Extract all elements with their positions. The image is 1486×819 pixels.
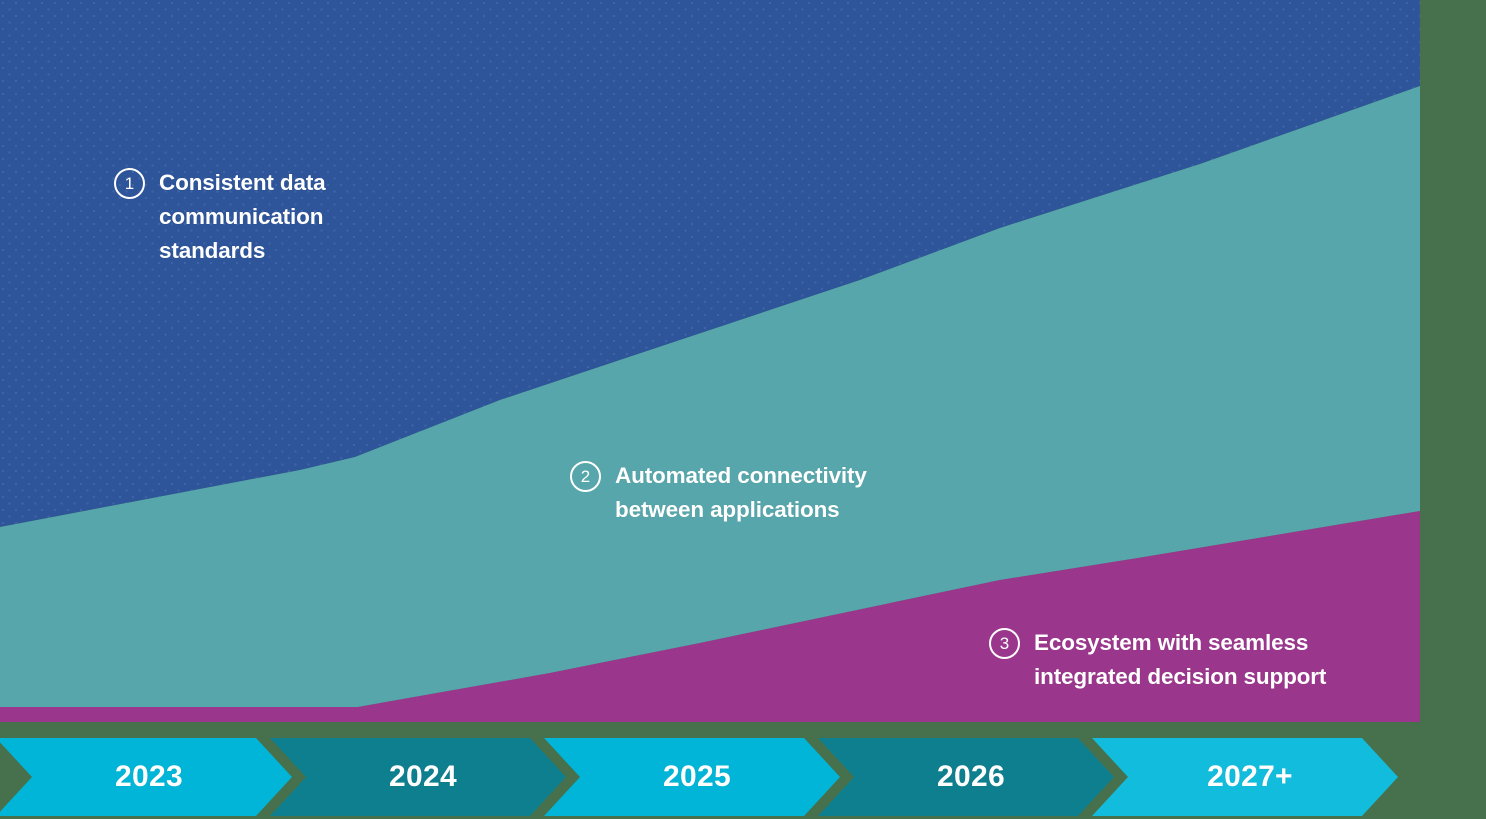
- stacked-area-chart: 1 Consistent data communication standard…: [0, 0, 1420, 722]
- area-band-purple: [0, 511, 1420, 722]
- timeline-axis: 2023 2024 2025 2026 2027+: [0, 738, 1486, 816]
- callout-3-label: Ecosystem with seamless integrated decis…: [1034, 630, 1327, 690]
- callout-3: 3 Ecosystem with seamless integrated dec…: [989, 626, 1326, 694]
- timeline-chevron-2025[interactable]: 2025: [544, 738, 840, 816]
- callout-2: 2 Automated connectivity between applica…: [570, 459, 867, 527]
- callout-2-badge: 2: [570, 461, 601, 492]
- timeline-chevron-2027plus-label: 2027+: [1207, 760, 1293, 793]
- callout-1-badge: 1: [114, 168, 145, 199]
- callout-1-label: Consistent data communication standards: [159, 170, 326, 264]
- timeline-chevron-2025-label: 2025: [663, 760, 731, 793]
- area-band-blue-texture: [0, 0, 1420, 527]
- callout-3-badge: 3: [989, 628, 1020, 659]
- timeline-chevron-2023-label: 2023: [115, 760, 183, 793]
- area-chart-svg: [0, 0, 1420, 722]
- timeline-chevron-2027plus[interactable]: 2027+: [1092, 738, 1398, 816]
- timeline-chevron-2024-label: 2024: [389, 760, 457, 793]
- timeline-chevron-2026[interactable]: 2026: [818, 738, 1114, 816]
- timeline-chevron-2024[interactable]: 2024: [270, 738, 566, 816]
- area-band-teal: [0, 86, 1420, 707]
- timeline-chevron-2026-label: 2026: [937, 760, 1005, 793]
- timeline-chevron-2023[interactable]: 2023: [0, 738, 292, 816]
- callout-2-label: Automated connectivity between applicati…: [615, 463, 867, 523]
- callout-1: 1 Consistent data communication standard…: [114, 166, 326, 269]
